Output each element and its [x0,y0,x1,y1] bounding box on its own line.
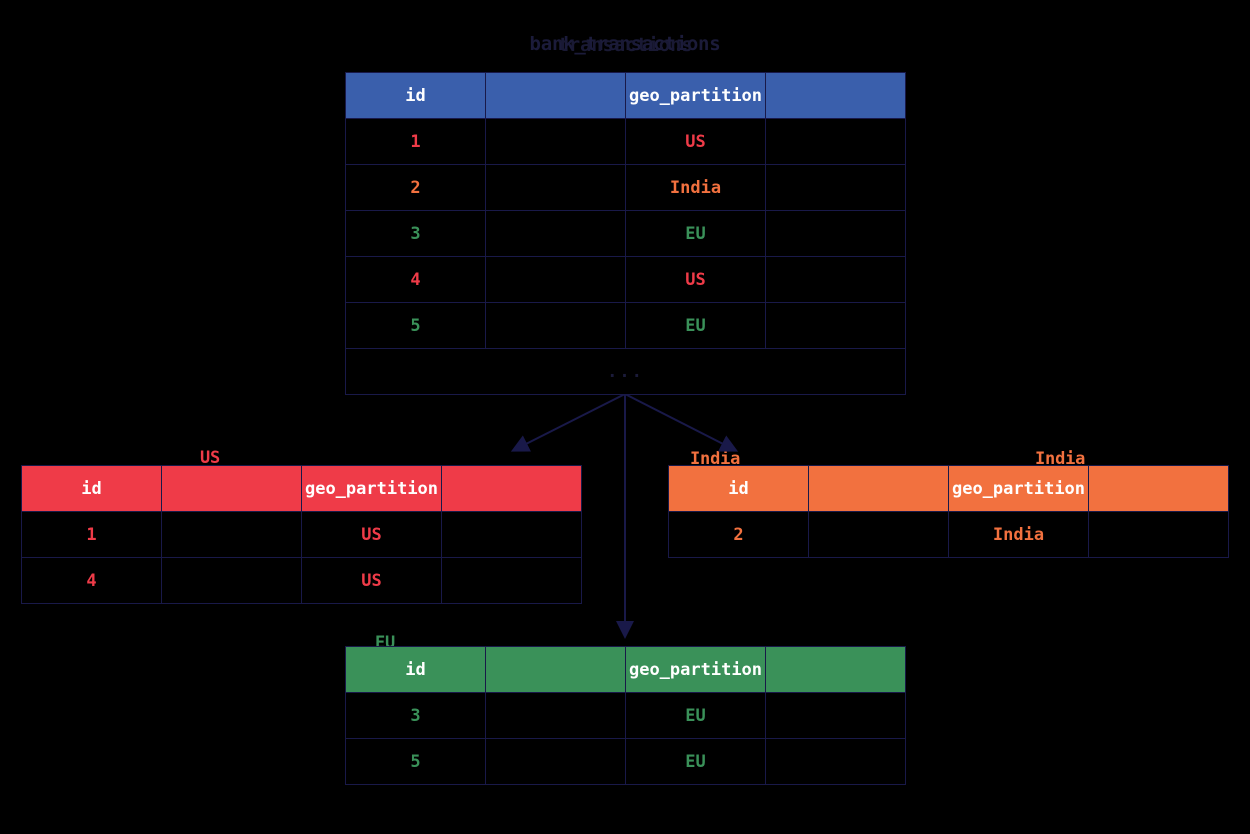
table-row: 1 US [21,511,582,558]
cell-blank-2 [765,302,906,349]
table-row: 1 US [345,118,906,165]
column-header-id: id [668,465,809,512]
partition-table-us: id geo_partition 1 US 4 US [21,465,582,604]
column-header-blank-2 [765,72,906,119]
cell-geo-partition: EU [625,738,766,785]
column-header-geo-partition: geo_partition [301,465,442,512]
table-header-row: id geo_partition [668,465,1229,512]
partition-table-india: id geo_partition 2 India [668,465,1229,558]
root-table-title-overlay: transactions [557,34,693,56]
cell-blank-2 [765,210,906,257]
arrow-to-india [624,393,739,452]
cell-geo-partition: EU [625,692,766,739]
cell-geo-partition: US [301,511,442,558]
table-row: 5 EU [345,738,906,785]
table-row: 2 India [345,164,906,211]
cell-blank-2 [441,511,582,558]
partition-table-eu: id geo_partition 3 EU 5 EU [345,646,906,785]
cell-geo-partition: EU [625,302,766,349]
cell-blank-2 [765,256,906,303]
column-header-blank-1 [485,72,626,119]
cell-id: 2 [668,511,809,558]
root-table-title: bank_transactions [529,33,721,55]
cell-blank-1 [808,511,949,558]
cell-geo-partition: US [625,118,766,165]
table-row: 4 US [345,256,906,303]
cell-id: 5 [345,302,486,349]
root-table: id geo_partition 1 US 2 India 3 [345,72,906,395]
cell-blank-1 [485,164,626,211]
cell-blank-1 [485,692,626,739]
partition-title-india-secondary: India [1035,449,1086,469]
column-header-id: id [345,72,486,119]
cell-blank-2 [765,164,906,211]
cell-geo-partition: India [948,511,1089,558]
column-header-geo-partition: geo_partition [625,646,766,693]
column-header-blank-2 [1088,465,1229,512]
cell-blank-2 [1088,511,1229,558]
cell-id: 1 [345,118,486,165]
cell-id: 4 [21,557,162,604]
table-row: 3 EU [345,692,906,739]
column-header-blank-2 [765,646,906,693]
cell-blank-1 [485,118,626,165]
cell-id: 4 [345,256,486,303]
cell-blank-1 [161,557,302,604]
table-row: 5 EU [345,302,906,349]
column-header-blank-2 [441,465,582,512]
table-row: 3 EU [345,210,906,257]
cell-id: 2 [345,164,486,211]
cell-id: 3 [345,692,486,739]
cell-geo-partition: EU [625,210,766,257]
cell-blank-1 [485,738,626,785]
cell-id: 5 [345,738,486,785]
column-header-geo-partition: geo_partition [948,465,1089,512]
table-row-ellipsis: ... [345,348,906,395]
column-header-blank-1 [485,646,626,693]
arrow-to-us [510,393,626,452]
cell-blank-1 [485,256,626,303]
column-header-blank-1 [161,465,302,512]
table-row: 2 India [668,511,1229,558]
table-header-row: id geo_partition [345,646,906,693]
cell-blank-1 [485,302,626,349]
table-row: 4 US [21,557,582,604]
table-header-row: id geo_partition [21,465,582,512]
column-header-id: id [345,646,486,693]
cell-blank-1 [485,210,626,257]
cell-geo-partition: India [625,164,766,211]
cell-blank-2 [765,738,906,785]
cell-blank-1 [161,511,302,558]
cell-geo-partition: US [625,256,766,303]
table-header-row: id geo_partition [345,72,906,119]
partition-title-india: India [690,449,741,469]
partition-title-us: US [200,448,221,468]
cell-geo-partition: US [301,557,442,604]
cell-blank-2 [765,692,906,739]
cell-id: 1 [21,511,162,558]
cell-id: 3 [345,210,486,257]
cell-blank-2 [441,557,582,604]
column-header-blank-1 [808,465,949,512]
cell-blank-2 [765,118,906,165]
column-header-id: id [21,465,162,512]
column-header-geo-partition: geo_partition [625,72,766,119]
ellipsis-cell: ... [345,348,906,395]
